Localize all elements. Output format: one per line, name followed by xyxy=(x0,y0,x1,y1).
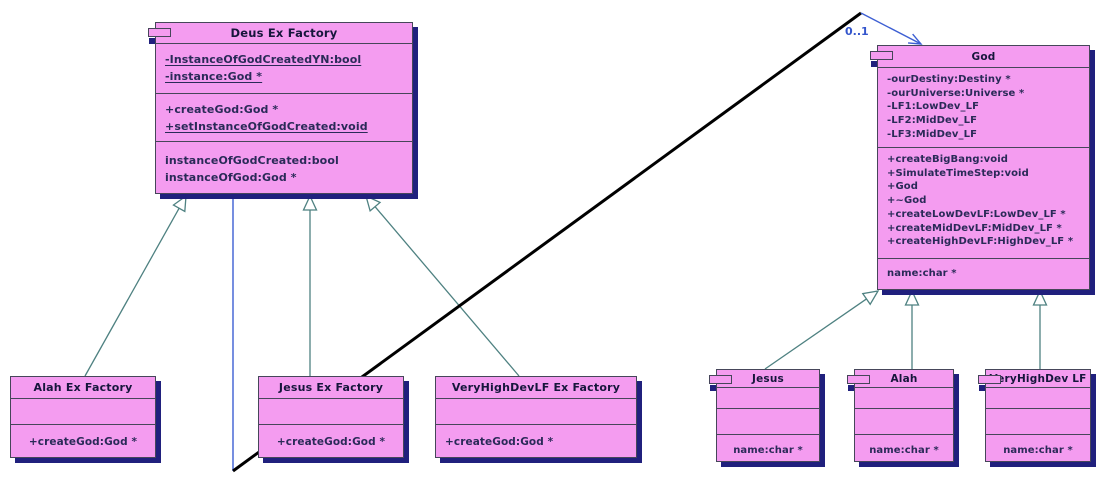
association-multiplicity-label: 0..1 xyxy=(845,25,869,38)
class-member[interactable]: -LF3:MidDev_LF xyxy=(887,128,978,140)
class-member[interactable]: +createBigBang:void xyxy=(887,154,1009,165)
class-compartment: +createGod:God * xyxy=(11,425,155,457)
class-alah-ex-factory[interactable]: Alah Ex Factory +createGod:God * xyxy=(10,376,156,458)
class-title-god: God xyxy=(878,46,1089,68)
class-member[interactable]: -InstanceOfGodCreatedYN:bool xyxy=(165,53,362,66)
class-member[interactable]: +createGod:God * xyxy=(445,436,554,448)
class-title-veryhighdevlf-ex-factory: VeryHighDevLF Ex Factory xyxy=(436,377,636,399)
class-alah[interactable]: Alah name:char * xyxy=(847,369,954,462)
class-icon xyxy=(870,51,893,60)
class-member[interactable]: +SimulateTimeStep:void xyxy=(887,167,1029,179)
class-member[interactable]: +God xyxy=(887,181,919,193)
generalization-arrowhead xyxy=(302,194,318,211)
class-compartment xyxy=(986,409,1090,435)
edge-generalization-jesus-to-god[interactable] xyxy=(764,298,867,370)
class-compartment xyxy=(717,388,819,409)
class-compartment: name:char * xyxy=(717,435,819,461)
class-compartment xyxy=(986,388,1090,409)
class-member[interactable]: name:char * xyxy=(869,445,939,456)
class-icon-square xyxy=(710,385,716,391)
class-compartment xyxy=(436,399,636,425)
class-title-jesus: Jesus xyxy=(717,370,819,388)
class-compartment xyxy=(259,399,403,425)
class-member[interactable]: +~God xyxy=(887,195,927,207)
class-member[interactable]: name:char * xyxy=(1003,445,1073,456)
class-icon xyxy=(709,375,732,384)
generalization-arrowhead xyxy=(365,194,382,213)
class-member[interactable]: +createGod:God * xyxy=(165,103,279,116)
class-member[interactable]: -ourDestiny:Destiny * xyxy=(887,74,1011,85)
class-compartment: name:char * xyxy=(878,259,1089,289)
edge-association-instance-arrow-to-god[interactable] xyxy=(860,12,922,45)
class-jesus[interactable]: Jesus name:char * xyxy=(709,369,820,462)
class-member[interactable]: instanceOfGod:God * xyxy=(165,171,297,184)
generalization-arrowhead xyxy=(861,290,880,306)
association-open-arrowhead xyxy=(907,33,923,45)
generalization-arrowhead xyxy=(172,194,187,213)
class-member[interactable]: +setInstanceOfGodCreated:void xyxy=(165,120,368,133)
class-compartment: name:char * xyxy=(855,435,953,461)
edge-generalization-alah-ex-factory-to-deus-ex-factory[interactable] xyxy=(84,207,180,377)
class-compartment: name:char * xyxy=(986,435,1090,461)
class-compartment xyxy=(717,409,819,435)
class-icon-square xyxy=(979,385,985,391)
class-compartment: +createBigBang:void +SimulateTimeStep:voi… xyxy=(878,148,1089,259)
class-icon-square xyxy=(149,38,155,44)
class-compartment: +createGod:God * xyxy=(436,425,636,457)
class-member[interactable]: +createGod:God * xyxy=(28,436,138,448)
class-member[interactable]: +createHighDevLF:HighDev_LF * xyxy=(887,236,1074,248)
class-member[interactable]: instanceOfGodCreated:bool xyxy=(165,154,339,167)
class-deus-ex-factory[interactable]: Deus Ex Factory-InstanceOfGodCreatedYN:b… xyxy=(148,22,413,194)
class-title-alah: Alah xyxy=(855,370,953,388)
class-title-deus-ex-factory: Deus Ex Factory xyxy=(156,23,412,44)
class-compartment xyxy=(855,409,953,435)
class-veryhighdev-lf[interactable]: VeryHighDev LF name:char * xyxy=(978,369,1091,462)
class-member[interactable]: name:char * xyxy=(733,445,803,456)
class-veryhighdevlf-ex-factory[interactable]: VeryHighDevLF Ex Factory +createGod:God * xyxy=(435,376,637,458)
class-jesus-ex-factory[interactable]: Jesus Ex Factory +createGod:God * xyxy=(258,376,404,458)
generalization-arrowhead xyxy=(1032,289,1048,306)
class-member[interactable]: -instance:God * xyxy=(165,70,263,83)
class-title-alah-ex-factory: Alah Ex Factory xyxy=(11,377,155,399)
class-member[interactable]: +createLowDevLF:LowDev_LF * xyxy=(887,208,1066,220)
class-compartment: +createGod:God * +setInstanceOfGodCreated… xyxy=(156,94,412,142)
class-compartment xyxy=(855,388,953,409)
class-icon xyxy=(847,375,870,384)
class-compartment xyxy=(11,399,155,425)
edge-generalization-veryhighdevlf-ex-factory-to-deus-ex-factory[interactable] xyxy=(374,206,520,377)
class-icon-square xyxy=(848,385,854,391)
class-member[interactable]: +createGod:God * xyxy=(276,436,386,448)
class-title-jesus-ex-factory: Jesus Ex Factory xyxy=(259,377,403,399)
class-icon xyxy=(978,375,1001,384)
class-member[interactable]: -ourUniverse:Universe * xyxy=(887,87,1025,99)
class-compartment: +createGod:God * xyxy=(259,425,403,457)
class-icon xyxy=(148,28,171,37)
generalization-arrowhead xyxy=(904,289,920,306)
class-compartment: instanceOfGodCreated:bool instanceOfGod:G… xyxy=(156,142,412,193)
class-god[interactable]: God -ourDestiny:Destiny * -ourUniverse:Uni… xyxy=(870,45,1090,290)
class-member[interactable]: name:char * xyxy=(887,268,957,279)
class-icon-square xyxy=(871,61,877,67)
class-title-veryhighdev-lf: VeryHighDev LF xyxy=(986,370,1090,388)
class-compartment: -InstanceOfGodCreatedYN:bool -instance:Go… xyxy=(156,44,412,94)
class-member[interactable]: -LF1:LowDev_LF xyxy=(887,101,979,113)
class-member[interactable]: +createMidDevLF:MidDev_LF * xyxy=(887,222,1062,234)
class-compartment: -ourDestiny:Destiny * -ourUniverse:Univer… xyxy=(878,68,1089,148)
class-member[interactable]: -LF2:MidDev_LF xyxy=(887,115,978,127)
